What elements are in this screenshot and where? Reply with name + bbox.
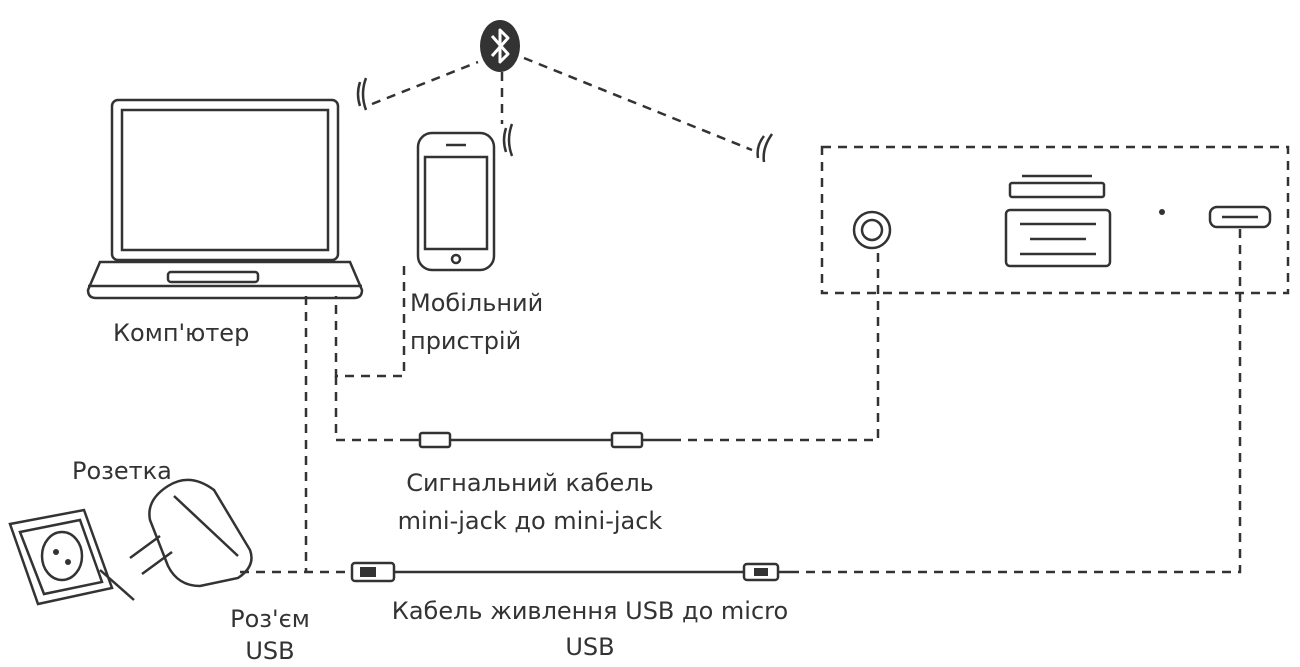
led-indicator-icon	[1159, 209, 1165, 215]
computer-label: Комп'ютер	[113, 319, 250, 347]
signal-cable-label-line1: Сигнальний кабель	[406, 469, 654, 497]
bluetooth-links	[371, 56, 753, 152]
bluetooth-icon	[480, 20, 520, 72]
speaker-panel	[820, 145, 1290, 295]
mobile-phone-icon	[416, 131, 496, 272]
power-adapter-icon	[99, 478, 253, 601]
power-cable-route	[240, 228, 1242, 574]
power-cable-label-line2: USB	[565, 633, 615, 661]
laptop-icon	[86, 98, 364, 300]
mobile-device-label-line1: Мобільний	[410, 289, 544, 317]
usb-port-label-line1: Роз'єм	[230, 605, 310, 633]
mobile-device-label-line2: пристрій	[410, 327, 522, 355]
power-cable-label-line1: Кабель живлення USB до micro	[391, 597, 789, 625]
mini-jack-cable-icon	[408, 431, 672, 449]
card-slot-icon	[1008, 174, 1106, 199]
wall-outlet-icon	[8, 508, 114, 606]
wireless-signal-icon	[356, 77, 368, 111]
micro-usb-port-icon	[1208, 205, 1272, 229]
wireless-signal-icon	[502, 123, 514, 157]
usb-port-label-line2: USB	[245, 637, 295, 665]
outlet-label: Розетка	[72, 457, 172, 485]
signal-cable-label-line2: mini-jack до mini-jack	[397, 507, 663, 535]
signal-cable-route	[334, 250, 880, 442]
usb-cable-icon	[350, 561, 790, 583]
audio-jack-port-icon	[852, 210, 892, 250]
wireless-signal-icon	[756, 133, 774, 163]
usb-port-icon	[1004, 208, 1112, 268]
